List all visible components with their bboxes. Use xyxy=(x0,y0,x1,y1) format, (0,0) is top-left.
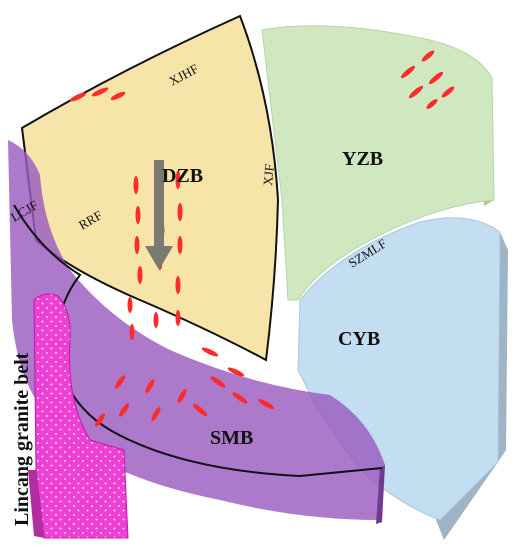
label-cyb: CYB xyxy=(338,328,380,350)
yzb-block xyxy=(261,25,495,301)
label-smb: SMB xyxy=(210,427,253,449)
label-yzb: YZB xyxy=(342,148,383,170)
down-arrow-icon xyxy=(145,160,173,270)
label-dzb: DZB xyxy=(162,165,203,187)
dzb-block xyxy=(20,14,280,362)
granite-belt-label: Lincang granite belt xyxy=(11,352,33,526)
red-ellipse-marks xyxy=(69,50,455,427)
granite-belt xyxy=(28,293,129,539)
fault-label-xjf: XJF xyxy=(260,163,277,186)
